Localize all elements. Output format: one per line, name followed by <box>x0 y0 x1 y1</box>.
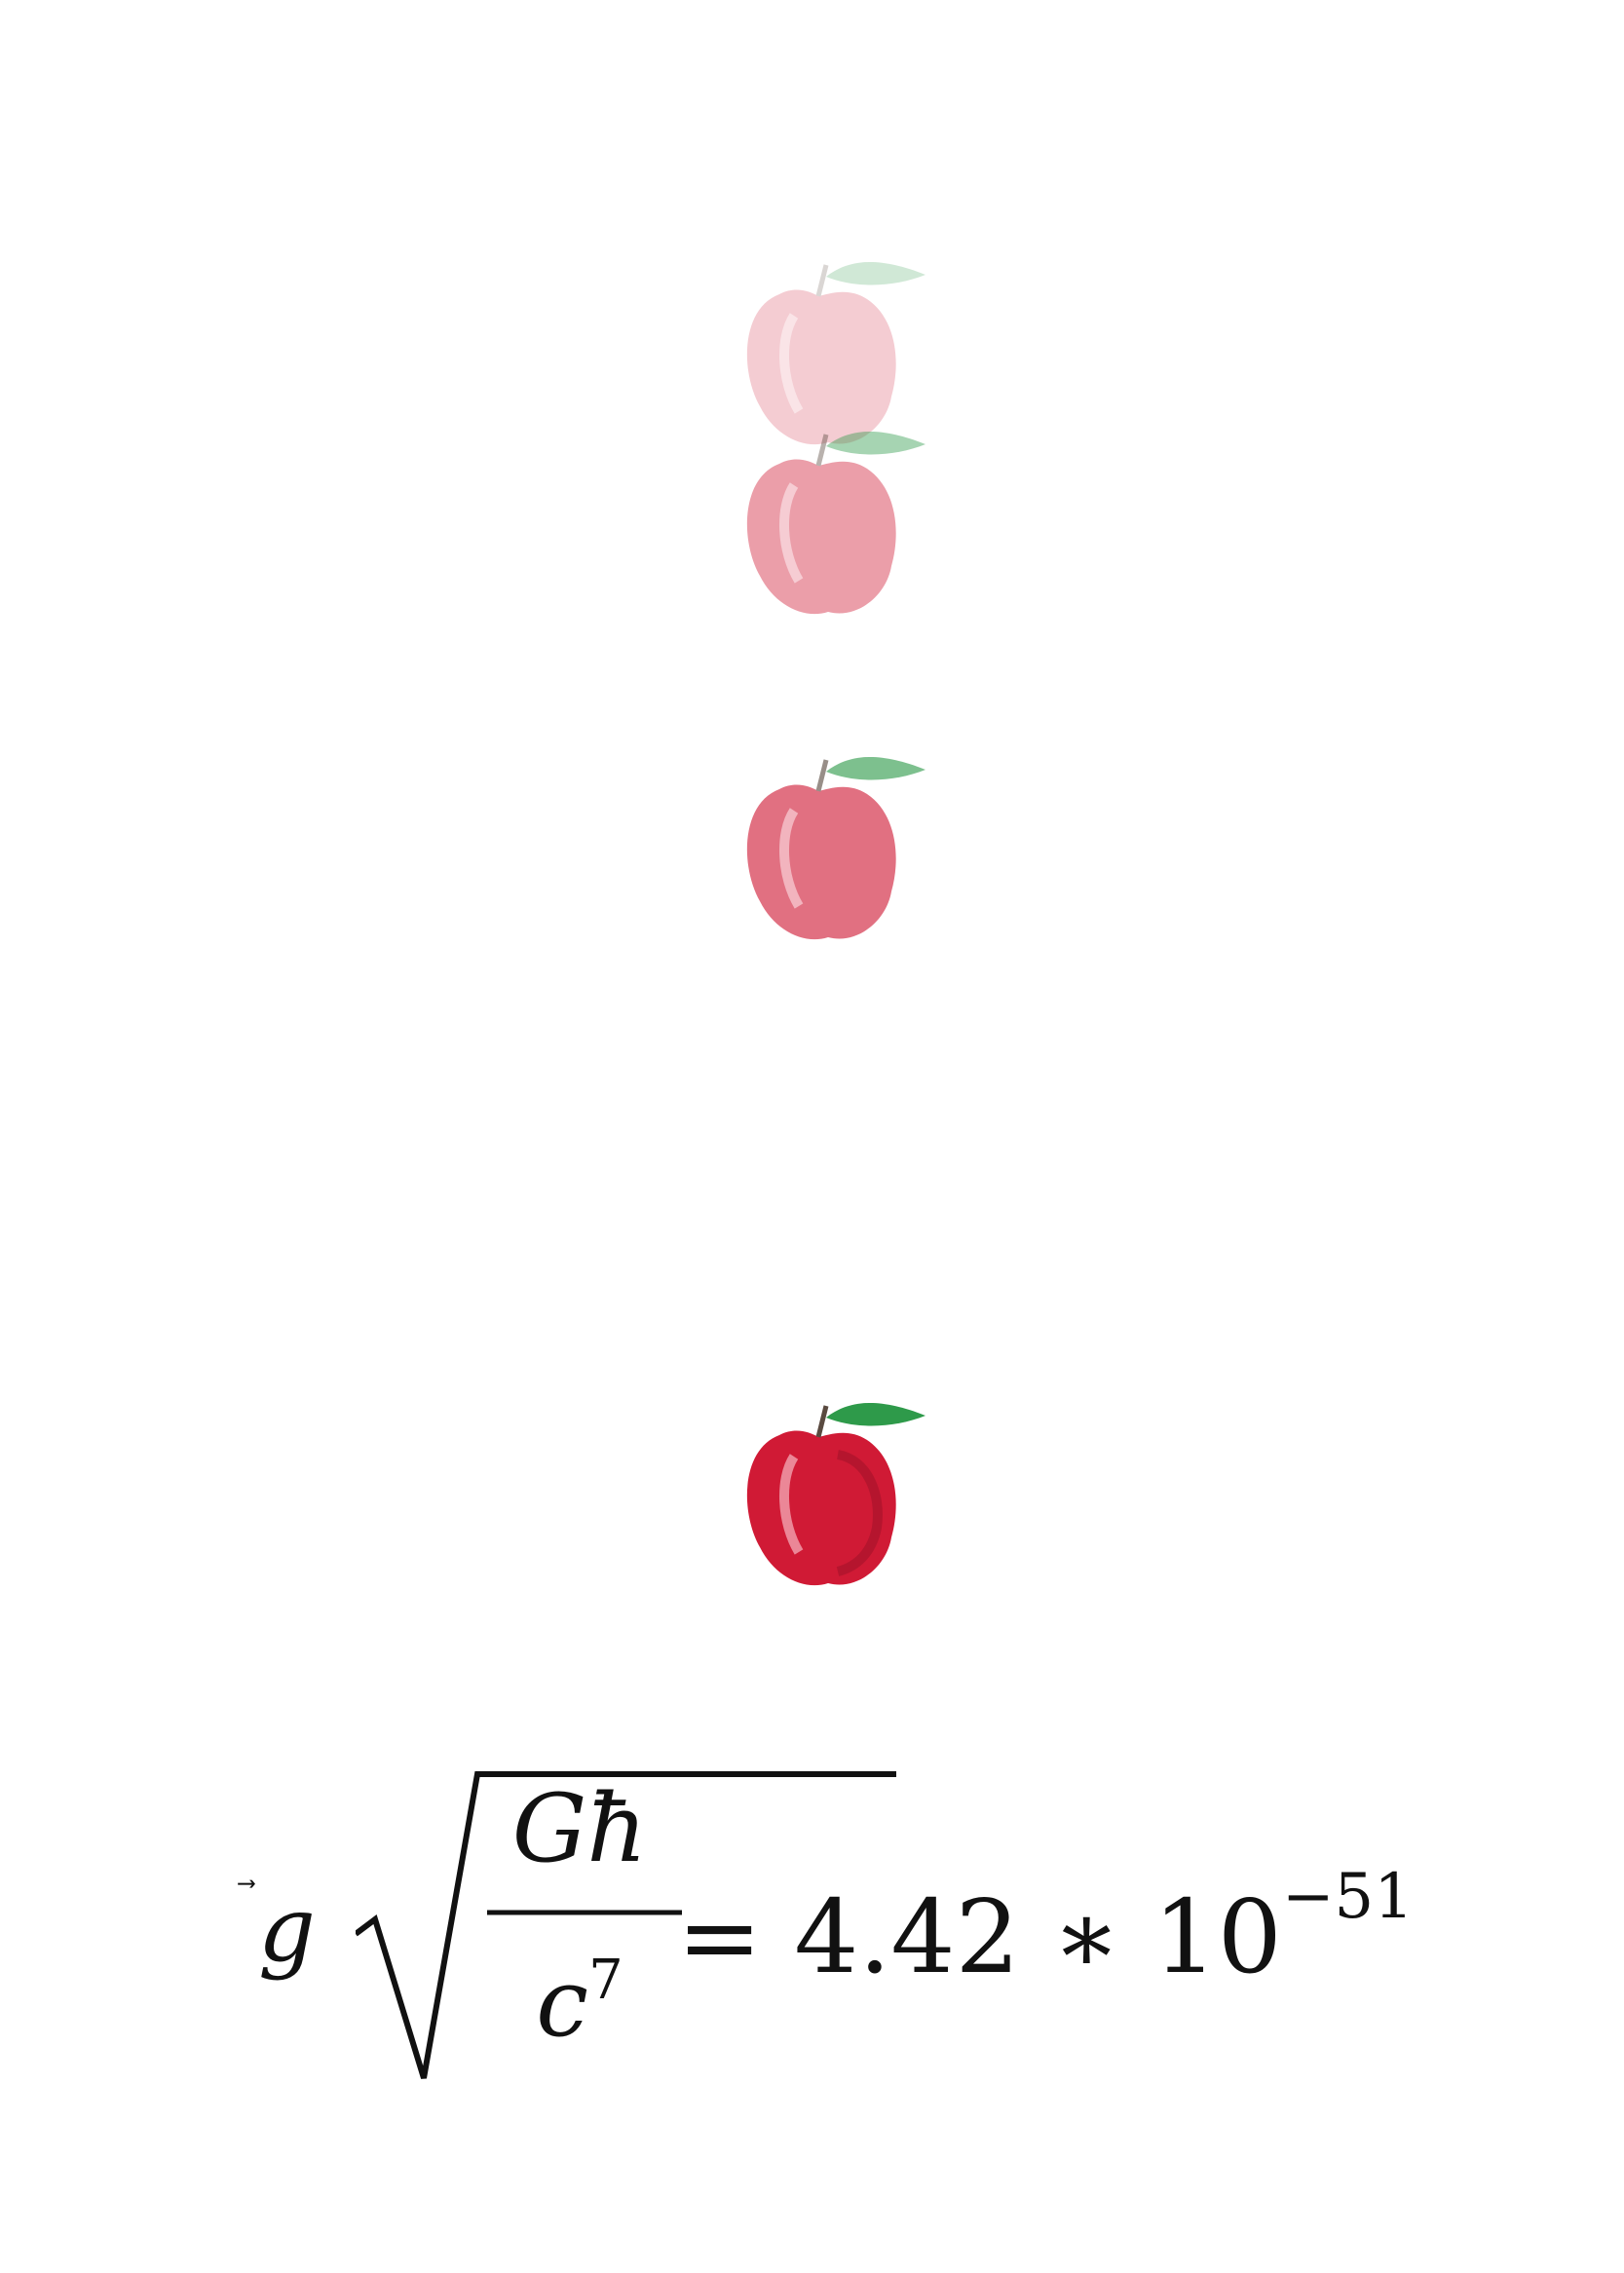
times-sign: ∗ <box>1051 1877 1121 1996</box>
numerator: Għ <box>511 1774 648 1883</box>
vector-g: g <box>258 1877 316 1982</box>
denominator-base: c <box>536 1949 589 2058</box>
value: 4.42 <box>794 1877 1020 1996</box>
exponent: −51 <box>1281 1861 1414 1933</box>
denominator: c7 <box>482 1953 677 2051</box>
apple-illustration-3 <box>721 721 955 955</box>
equals-sign: = <box>677 1877 763 1996</box>
apple-illustration-2 <box>721 396 955 629</box>
right-hand-side: = 4.42 ∗ 10−51 <box>677 1866 1414 1988</box>
apple-illustration-1 <box>721 226 955 460</box>
denominator-exponent: 7 <box>588 1949 623 2012</box>
equation: ⃗ g Għ c7 = 4.42 ∗ 10−51 <box>248 1768 1417 2090</box>
base: 10 <box>1152 1877 1282 1996</box>
radical-sign <box>356 1771 896 2079</box>
apple-illustration-4 <box>721 1367 955 1601</box>
apple-icon <box>746 1403 925 1586</box>
apple-icon <box>746 432 925 615</box>
apple-icon <box>746 262 925 445</box>
apple-icon <box>746 757 925 940</box>
